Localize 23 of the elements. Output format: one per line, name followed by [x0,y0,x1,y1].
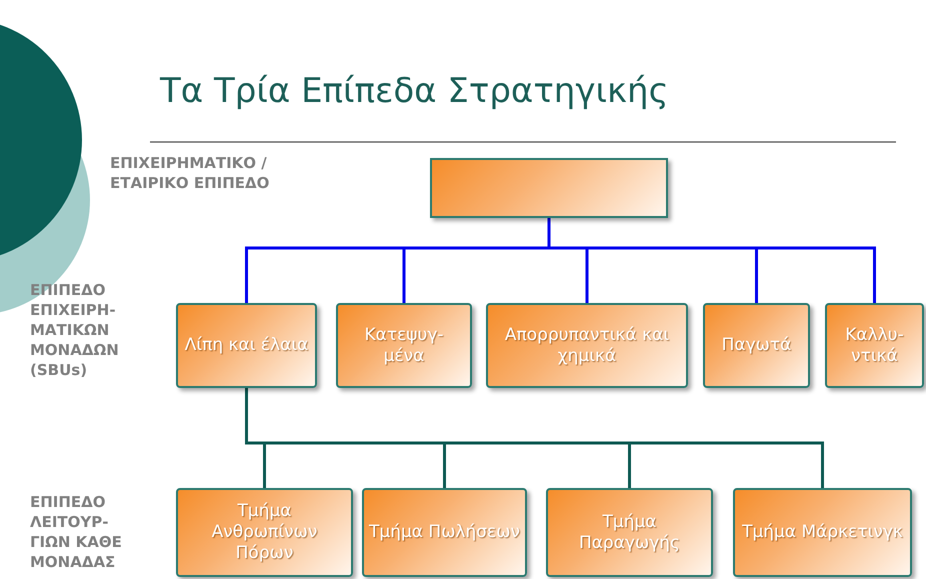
unit-box [703,303,810,388]
company-box [430,158,668,218]
unit-box [733,488,912,577]
level-label: ΕΠΙΠΕΔΟ ΛΕΙΤΟΥΡ- ΓΙΩΝ ΚΑΘΕ ΜΟΝΑΔΑΣ [30,492,123,572]
unit-box [825,303,924,388]
title: Τα Τρία Επίπεδα Στρατηγικής [160,74,669,108]
unit-box [336,303,472,388]
unit-box [176,488,353,577]
connector-line [548,218,876,303]
unit-name: Τμήμα Μάρκετινγκ [742,522,903,543]
level-label: ΕΠΙΧΕΙΡΗΜΑΤΙΚΟ /ΕΤΑΙΡΙΚΟ ΕΠΙΠΕΔΟ [110,153,270,193]
unit-name: Τμήμα Ανθρωπίνων Πόρων [210,501,318,564]
unit-name: Απορρυπαντικά και χημικά [504,324,670,366]
unit-name: Λίπη και έλαια [184,335,308,356]
unit-name: Κατεψυγ- μένα [363,324,445,366]
unit-name: Τμήμα Παραγωγής [578,512,682,554]
unit-box [546,488,713,577]
unit-box [176,303,317,388]
unit-name: Τμήμα Πωλήσεων [369,522,520,543]
unit-name: Καλλυ- ντικά [844,324,905,366]
unit-box [486,303,688,388]
unit-box [362,488,527,577]
unit-name: Παγωτά [722,335,792,356]
